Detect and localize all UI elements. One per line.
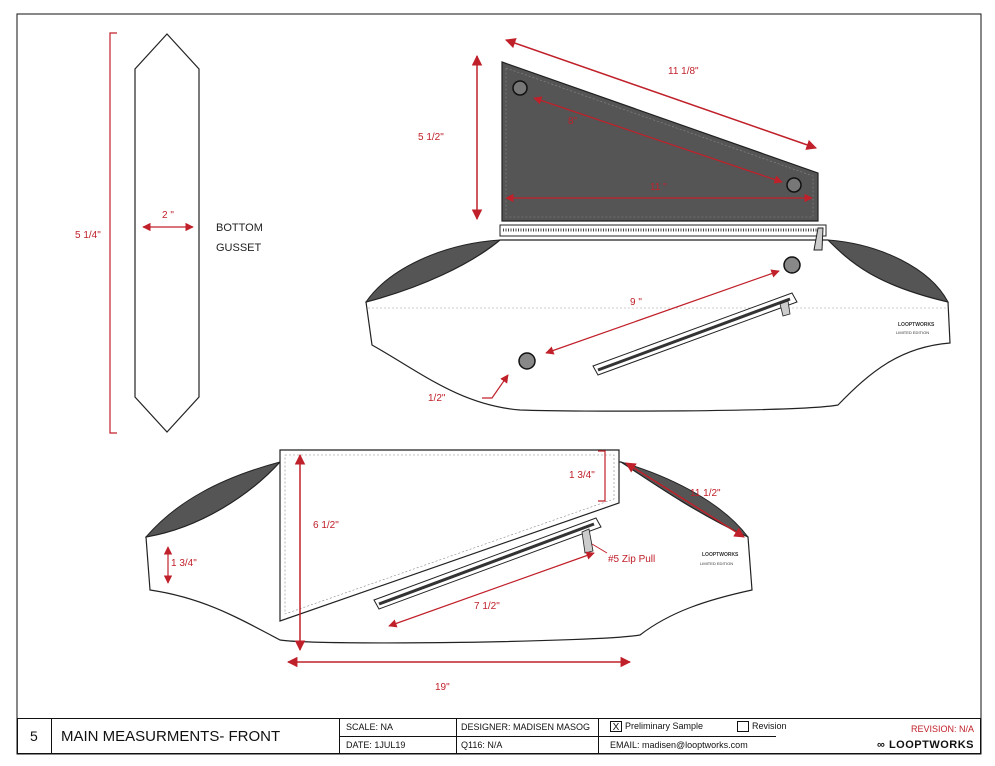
strap-length-arrow <box>625 462 745 538</box>
zip-length-label: 7 1/2" <box>474 601 500 612</box>
page-number: 5 <box>30 728 38 744</box>
gusset-outline <box>134 33 200 433</box>
preliminary-label: Preliminary Sample <box>625 721 704 731</box>
gusset-height-label: 5 1/4" <box>75 230 101 241</box>
front-zip-pull <box>813 227 824 251</box>
front-logo-tag-line2: LIMITED EDITION <box>896 330 929 335</box>
open-logo-tag-line1: LOOPTWORKS <box>702 552 739 558</box>
gusset-label-line1: BOTTOM <box>216 222 263 234</box>
scale-field: SCALE: NA <box>346 722 394 732</box>
loop-icon: ∞ <box>877 739 886 751</box>
open-logo-tag-line2: LIMITED EDITION <box>700 561 733 566</box>
front-logo-tag: LOOPTWORKS LIMITED EDITION <box>896 322 935 335</box>
body-snap-right <box>783 256 801 274</box>
flap-diagonal-arrow <box>533 96 783 184</box>
open-view: LOOPTWORKS LIMITED EDITION 6 1/2" 1 3/4"… <box>144 449 753 693</box>
flap-diagonal-label: 8" <box>568 116 578 127</box>
open-logo-tag: LOOPTWORKS LIMITED EDITION <box>700 552 739 566</box>
zip-pull-label: #5 Zip Pull <box>608 554 655 565</box>
designer-field: DESIGNER: MADISEN MASOG <box>461 722 591 732</box>
snap-spacing-label: 9 " <box>630 297 642 308</box>
brand-logo: ∞ LOOPTWORKS <box>877 739 974 751</box>
snap-offset-leader <box>482 374 509 399</box>
zip-pull-leader <box>591 543 608 554</box>
gusset-height-bracket <box>109 32 117 434</box>
zip-length-arrow <box>388 551 595 628</box>
panel-height-label: 6 1/2" <box>313 520 339 531</box>
flap-snap-top <box>512 80 528 96</box>
preliminary-checkbox[interactable]: X <box>610 721 622 733</box>
page-frame <box>16 13 982 755</box>
revision-checkbox[interactable] <box>737 721 749 733</box>
snap-offset-label: 1/2" <box>428 393 446 404</box>
corner-height-label: 1 3/4" <box>569 470 595 481</box>
gusset-label-line2: GUSSET <box>216 242 262 254</box>
flap-width-label: 11 1/8" <box>668 66 699 77</box>
revision-field: REVISION: N/A <box>910 724 974 734</box>
open-zip-pull <box>581 528 594 554</box>
open-flap-panel <box>279 449 620 622</box>
gusset-width-label: 2 " <box>162 210 174 221</box>
front-pocket-zip-pull <box>779 300 791 317</box>
brand-name: LOOPTWORKS <box>888 739 974 751</box>
flap-base-label: 11 " <box>650 182 667 193</box>
flap-snap-bottom <box>786 177 802 193</box>
corner-height-bracket <box>598 450 606 502</box>
revision-option-label: Revision <box>752 721 787 731</box>
front-view: LOOPTWORKS LIMITED EDITION 11 1/8" 5 1/2… <box>365 38 951 412</box>
revision-option[interactable]: Revision <box>737 721 787 733</box>
front-logo-tag-line1: LOOPTWORKS <box>898 322 935 328</box>
date-field: DATE: 1JUL19 <box>346 740 406 750</box>
total-width-label: 19" <box>435 682 450 693</box>
open-flap-stitch <box>284 454 615 615</box>
snap-spacing-arrow <box>545 269 780 355</box>
side-height-label: 1 3/4" <box>171 558 197 569</box>
front-flap <box>501 61 819 222</box>
title-block: 5 MAIN MEASURMENTS- FRONT SCALE: NA DATE… <box>17 718 981 754</box>
flap-height-label: 5 1/2" <box>418 132 444 143</box>
strap-length-label: 11 1/2" <box>690 488 721 499</box>
season-field: Q116: N/A <box>461 740 503 750</box>
email-field: EMAIL: madisen@looptworks.com <box>610 740 748 750</box>
bottom-gusset: 5 1/4" 2 " BOTTOM GUSSET <box>75 32 263 434</box>
sheet-title: MAIN MEASURMENTS- FRONT <box>61 728 281 745</box>
body-snap-left <box>518 352 536 370</box>
